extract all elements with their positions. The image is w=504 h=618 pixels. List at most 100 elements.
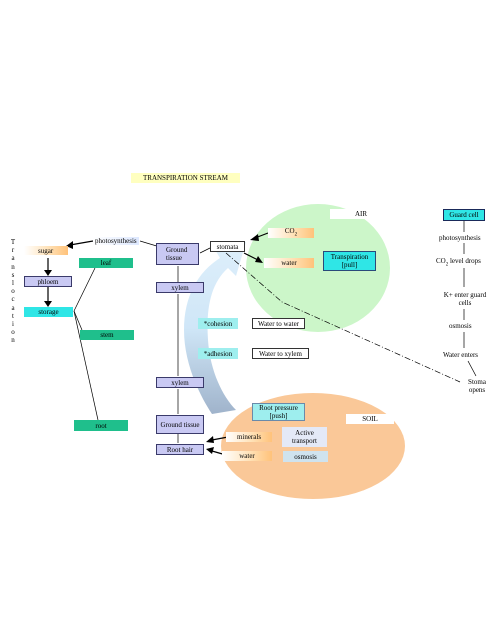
sugar-node: sugar — [24, 246, 68, 255]
chain-osmosis: osmosis — [449, 322, 472, 330]
ground-tissue-bottom-text: Ground tissue — [160, 420, 200, 429]
ground-tissue-top-text: Ground tissue — [166, 246, 188, 262]
photosynthesis-label: photosynthesis — [93, 237, 139, 245]
xylem-top-text: xylem — [171, 283, 189, 292]
soil-label: SOIL — [346, 414, 394, 424]
translocation-label: T r a n s l o c a t i o n — [8, 238, 18, 345]
stoma-opens-text: Stoma opens — [468, 378, 486, 394]
cohesion-text: *cohesion — [203, 319, 233, 328]
arrow-to-sugar — [69, 240, 94, 246]
side-letter: t — [12, 311, 14, 320]
side-letter: a — [11, 303, 15, 312]
root-pressure-text: Root pressure [push] — [259, 404, 298, 420]
air-label: AIR — [330, 209, 373, 219]
co2-drops-suffix: level drops — [448, 257, 481, 265]
side-letter: r — [11, 246, 15, 255]
water-to-xylem-node: Water to xylem — [252, 348, 309, 359]
arrowhead — [255, 256, 263, 263]
co2-text-main: CO — [284, 226, 295, 235]
leaf-text: leaf — [100, 259, 112, 267]
stomata-link-line — [225, 252, 461, 383]
side-letter: n — [11, 262, 15, 271]
side-letter: n — [11, 336, 15, 345]
k-enter-node: K+ enter guard cells — [440, 289, 490, 308]
co2-text: CO2 — [285, 227, 297, 239]
transpiration-node: Transpiration [pull] — [323, 251, 376, 271]
minerals-text: minerals — [236, 433, 262, 441]
xylem-top: xylem — [156, 282, 204, 293]
water-to-water-text: Water to water — [257, 319, 300, 328]
side-letter: o — [11, 287, 15, 296]
stomata-node: stomata — [210, 241, 245, 252]
side-letter: T — [10, 238, 16, 246]
soil-label-text: SOIL — [362, 415, 378, 423]
connector — [467, 360, 477, 377]
arrowhead — [206, 447, 214, 454]
adhesion-text: *adhesion — [203, 349, 233, 358]
minerals-node: minerals — [226, 432, 272, 442]
arrowhead — [206, 436, 214, 443]
guard-cell-node: Guard cell — [443, 209, 485, 221]
ground-tissue-bottom: Ground tissue — [156, 415, 204, 434]
co2-subscript: 2 — [294, 232, 298, 238]
air-water-node: water — [264, 258, 314, 268]
water-to-xylem-text: Water to xylem — [259, 349, 302, 358]
root-hair-node: Root hair — [156, 444, 204, 455]
phloem-node: phloem — [24, 276, 72, 287]
side-letter: a — [11, 254, 15, 263]
side-letter: s — [11, 270, 15, 279]
co2-node: CO2 — [268, 227, 314, 239]
connector — [73, 267, 96, 312]
stem-text: stem — [100, 331, 114, 339]
stomata-text: stomata — [216, 242, 239, 251]
sugar-text: sugar — [38, 246, 54, 255]
water-to-water-node: Water to water — [252, 318, 305, 329]
arrowhead — [250, 234, 259, 241]
connector — [199, 247, 211, 254]
active-transport-text: Active transport — [292, 429, 317, 445]
arrowhead — [44, 301, 52, 307]
co2-drops-subscript: 2 — [445, 262, 449, 268]
arrowhead — [44, 270, 52, 276]
adhesion-node: *adhesion — [198, 348, 238, 359]
air-water-text: water — [281, 259, 297, 267]
soil-water-text: water — [239, 452, 255, 460]
transpiration-text: Transpiration [pull] — [330, 253, 369, 269]
connector — [73, 310, 83, 331]
side-letter: i — [12, 320, 14, 329]
root-node: root — [74, 420, 128, 431]
storage-node: storage — [24, 307, 73, 317]
side-letter: o — [11, 328, 15, 337]
osmosis-soil-text: osmosis — [294, 452, 317, 461]
xylem-bottom: xylem — [156, 377, 204, 388]
root-hair-text: Root hair — [166, 445, 194, 454]
active-transport-node: Active transport — [282, 427, 327, 447]
stoma-opens-node: Stoma opens — [462, 376, 492, 396]
xylem-bottom-text: xylem — [171, 378, 189, 387]
side-letter: l — [12, 279, 14, 288]
storage-text: storage — [38, 308, 59, 316]
diagram-title-text: TRANSPIRATION STREAM — [143, 174, 228, 182]
k-enter-text: K+ enter guard cells — [443, 290, 487, 307]
arrow-minerals-roothair — [211, 436, 229, 441]
osmosis-soil-node: osmosis — [283, 451, 328, 462]
phloem-text: phloem — [37, 277, 59, 286]
side-letter: c — [11, 295, 15, 304]
leaf-node: leaf — [79, 258, 133, 268]
arrow-stomata-water — [243, 252, 259, 261]
root-text: root — [95, 421, 107, 430]
cohesion-node: *cohesion — [198, 318, 238, 329]
stem-node: stem — [80, 330, 134, 340]
chain-photosynthesis: photosynthesis — [439, 234, 481, 242]
chain-water-enters: Water enters — [443, 351, 478, 359]
soil-water-node: water — [222, 451, 272, 461]
arrowhead — [66, 241, 73, 249]
co2-drops-prefix: CO — [436, 257, 446, 265]
air-label-text: AIR — [354, 210, 367, 218]
connector — [73, 310, 99, 421]
guard-cell-text: Guard cell — [449, 211, 479, 219]
root-pressure-node: Root pressure [push] — [252, 403, 305, 421]
ground-tissue-top: Ground tissue — [156, 243, 199, 265]
